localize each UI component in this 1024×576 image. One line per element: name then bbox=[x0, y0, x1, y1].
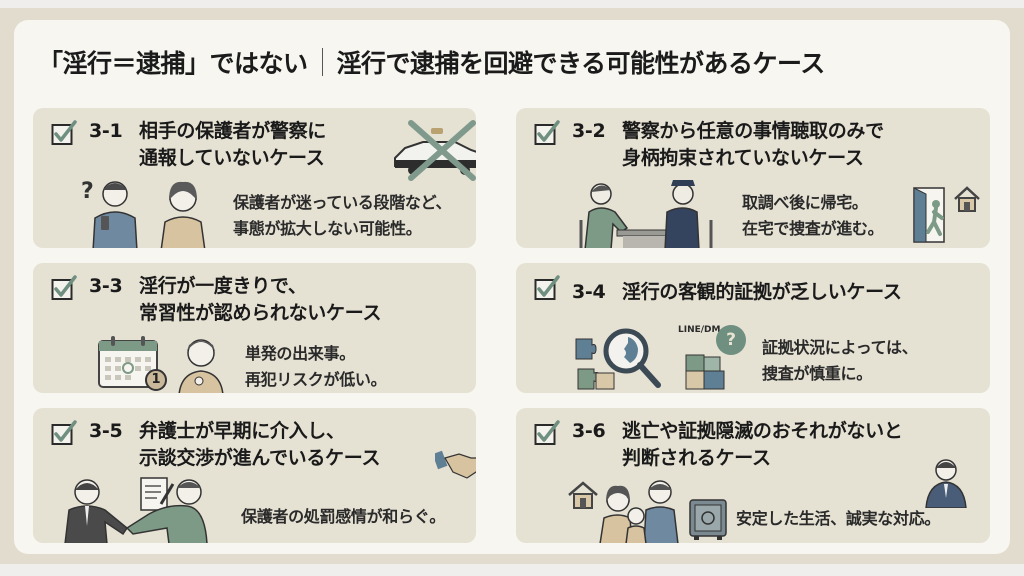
checkbox-icon bbox=[534, 420, 560, 446]
case-description: 取調べ後に帰宅。 在宅で捜査が進む。 bbox=[742, 193, 884, 238]
page-title: 「淫行＝逮捕」ではない 淫行で逮捕を回避できる可能性があるケース bbox=[38, 44, 998, 80]
checkbox-icon bbox=[534, 275, 560, 301]
case-description: 保護者が迷っている段階など、 事態が拡大しない可能性。 bbox=[233, 193, 452, 238]
magnifier-puzzle-icon bbox=[575, 328, 661, 390]
worried-parents-icon: ? bbox=[81, 179, 206, 248]
svg-text:?: ? bbox=[81, 179, 94, 204]
lawyer-handshake-icon bbox=[64, 477, 208, 543]
checkbox-icon bbox=[51, 275, 77, 301]
house-icon bbox=[568, 481, 598, 509]
thinking-man-icon bbox=[178, 339, 224, 393]
house-icon bbox=[954, 186, 980, 212]
title-separator bbox=[321, 48, 323, 76]
safe-icon bbox=[689, 499, 727, 540]
count-badge: 1 bbox=[145, 369, 167, 391]
calendar-icon bbox=[98, 336, 158, 388]
crossed-police-car-icon bbox=[394, 120, 476, 181]
line-dm-label: LINE/DM bbox=[678, 325, 721, 335]
case-number: 3-1 bbox=[89, 120, 123, 142]
businessman-icon bbox=[925, 459, 967, 508]
checkbox-icon bbox=[534, 120, 560, 146]
case-description: 保護者の処罰感情が和らぐ。 bbox=[241, 507, 446, 526]
title-left: 「淫行＝逮捕」ではない bbox=[38, 49, 308, 78]
speech-bubble-icon: ? bbox=[716, 325, 746, 355]
case-number: 3-2 bbox=[572, 120, 606, 142]
case-description: 安定した生活、誠実な対応。 bbox=[736, 509, 941, 528]
case-number: 3-4 bbox=[572, 281, 606, 303]
puzzle-icon bbox=[685, 354, 725, 390]
case-description: 証拠状況によっては、 捜査が慎重に。 bbox=[762, 338, 918, 383]
door-exit-icon bbox=[913, 187, 945, 243]
checkbox-icon bbox=[51, 420, 77, 446]
case-number: 3-6 bbox=[572, 420, 606, 442]
case-description: 単発の出来事。 再犯リスクが低い。 bbox=[245, 344, 387, 389]
title-right: 淫行で逮捕を回避できる可能性があるケース bbox=[336, 49, 826, 78]
case-number: 3-3 bbox=[89, 275, 123, 297]
interview-table-icon bbox=[579, 180, 713, 248]
family-icon bbox=[599, 480, 679, 543]
handshake-icon bbox=[435, 450, 476, 479]
case-number: 3-5 bbox=[89, 420, 123, 442]
checkbox-icon bbox=[51, 120, 77, 146]
